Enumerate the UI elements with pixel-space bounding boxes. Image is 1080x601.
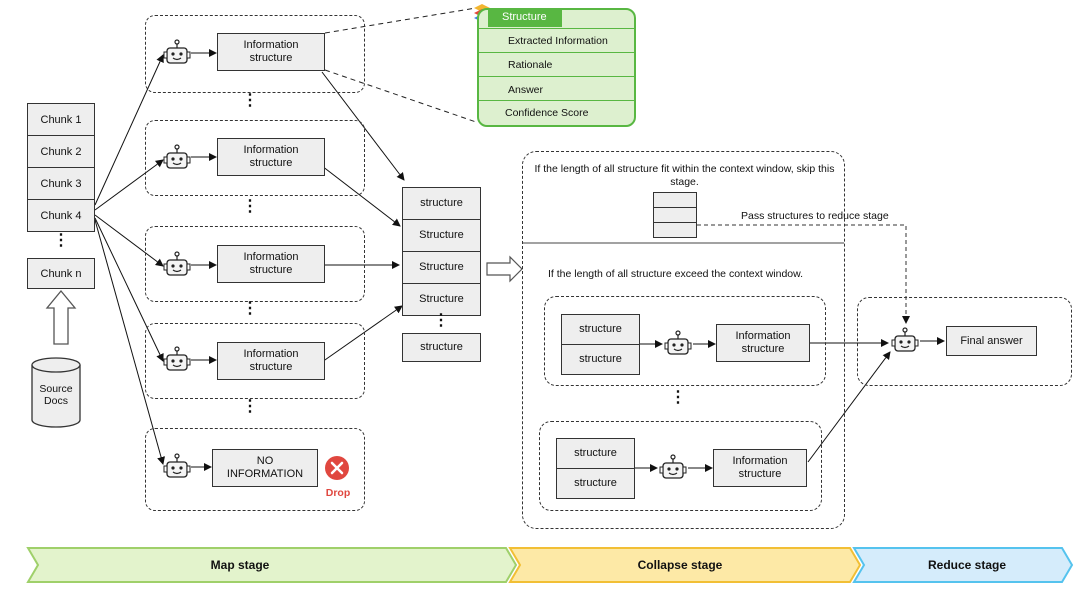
structure-item: Structure	[402, 252, 481, 284]
small-structure-stack	[653, 192, 697, 238]
chunk-box: Chunk 1	[27, 103, 95, 136]
map-worker-box	[145, 323, 365, 399]
map-worker-box	[145, 15, 365, 93]
source-docs-cylinder	[31, 357, 81, 428]
information-structure-box: Information structure	[217, 342, 325, 380]
drop-icon	[325, 456, 349, 480]
chunk-box: Chunk 3	[27, 168, 95, 200]
to-collapse-arrow	[486, 255, 523, 283]
no-information-box: NO INFORMATION	[212, 449, 318, 487]
collapse-stage-banner	[508, 547, 862, 583]
reduce-stage-label: Reduce stage	[927, 558, 1007, 572]
drop-label: Drop	[325, 487, 351, 499]
structure-item: Structure	[402, 284, 481, 316]
structure-item: structure	[561, 345, 640, 375]
collapse-ellipsis: ⋮	[670, 389, 686, 406]
information-structure-box: Information structure	[217, 138, 325, 176]
structure-card-row	[479, 76, 634, 100]
small-structure-cell	[653, 223, 697, 238]
collapse-stage-label: Collapse stage	[637, 558, 723, 572]
information-structure-box: Information structure	[713, 449, 807, 487]
structure-item: Structure	[402, 220, 481, 252]
rationale-label: Rationale	[508, 59, 553, 71]
map-worker-box-no-info	[145, 428, 365, 511]
reduce-stage-container	[857, 297, 1072, 386]
map-worker-box	[145, 226, 365, 302]
small-structure-cell	[653, 192, 697, 208]
answer-label: Answer	[508, 84, 544, 96]
structure-item: structure	[402, 333, 481, 362]
structure-item: structure	[402, 187, 481, 220]
chunk-stack: Chunk 1 Chunk 2 Chunk 3 Chunk 4	[27, 103, 95, 232]
structure-card-header: Structure	[488, 8, 562, 27]
map-stage-label: Map stage	[210, 558, 270, 572]
skip-stage-text: If the length of all structure fit withi…	[534, 163, 835, 188]
structure-card-row	[479, 28, 634, 52]
final-answer-box: Final answer	[946, 326, 1037, 356]
small-structure-cell	[653, 208, 697, 223]
structure-card-row	[479, 52, 634, 76]
chunk-ellipsis: ⋮	[53, 232, 69, 249]
confidence-score-label: Confidence Score	[505, 107, 589, 119]
source-docs-label: Source Docs	[39, 383, 73, 407]
collapse-stage-container	[522, 151, 845, 529]
chunk-box: Chunk n	[27, 258, 95, 289]
chunk-box: Chunk 4	[27, 200, 95, 232]
map-worker-box	[145, 120, 365, 196]
information-structure-box: Information structure	[217, 33, 325, 71]
up-arrow	[45, 289, 77, 345]
structures-stack: structure Structure Structure Structure	[402, 187, 481, 316]
structure-item: structure	[556, 469, 635, 499]
information-structure-box: Information structure	[716, 324, 810, 362]
pass-structures-text: Pass structures to reduce stage	[741, 210, 889, 222]
structure-item: structure	[561, 314, 640, 345]
collapse-group	[544, 296, 826, 386]
structures-ellipsis: ⋮	[433, 312, 449, 329]
map-ellipsis: ⋮	[242, 398, 258, 415]
information-structure-box: Information structure	[217, 245, 325, 283]
map-stage-banner	[26, 547, 518, 583]
map-ellipsis: ⋮	[242, 92, 258, 109]
chunk-box: Chunk 2	[27, 136, 95, 168]
map-ellipsis: ⋮	[242, 198, 258, 215]
reduce-stage-banner	[852, 547, 1074, 583]
structure-card-row	[479, 100, 634, 124]
extracted-information-label: Extracted Information	[508, 35, 608, 47]
structure-item: structure	[556, 438, 635, 469]
structure-card-title: Structure	[502, 11, 547, 23]
collapse-group	[539, 421, 822, 511]
exceed-context-text: If the length of all structure exceed th…	[548, 268, 804, 280]
collapse-structure-stack: structure structure	[556, 438, 635, 499]
map-ellipsis: ⋮	[242, 300, 258, 317]
collapse-structure-stack: structure structure	[561, 314, 640, 375]
